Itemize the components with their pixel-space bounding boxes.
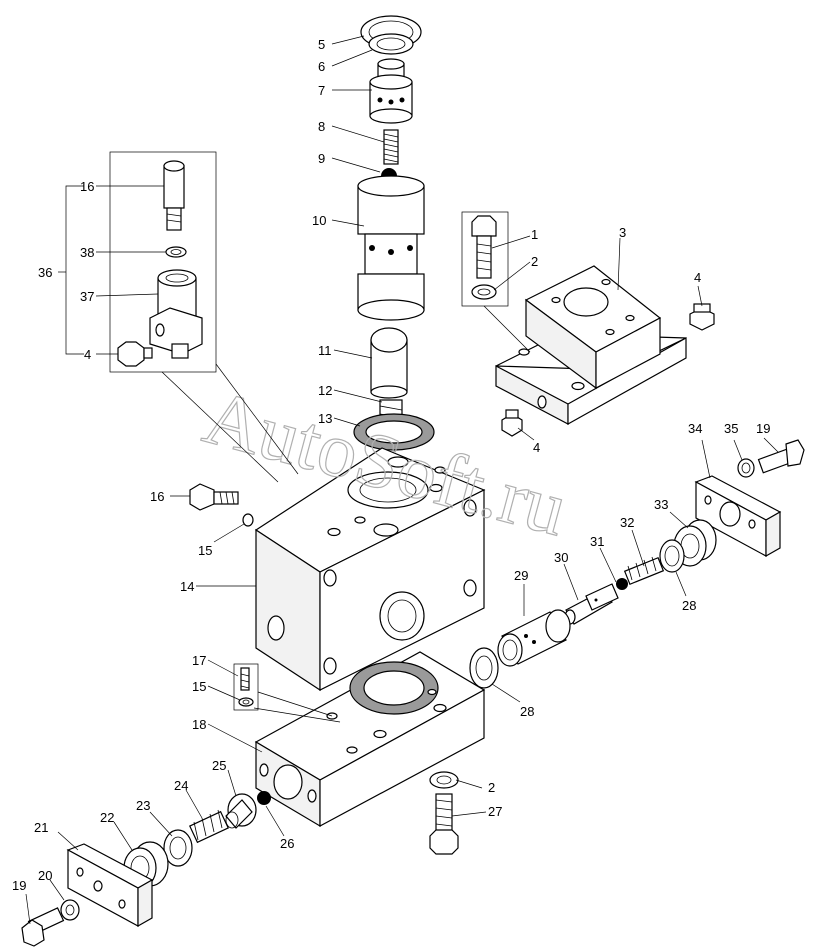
- callout-7: 7: [318, 83, 325, 98]
- part-1-2-bolt-inset: [461, 211, 509, 307]
- callout-4-inset: 4: [84, 347, 91, 362]
- part-28-seal-ring: [659, 539, 685, 573]
- callout-26: 26: [280, 836, 294, 851]
- callout-5: 5: [318, 37, 325, 52]
- part-16-fitting: [189, 483, 254, 527]
- callout-15-housing: 15: [198, 543, 212, 558]
- callout-34: 34: [688, 421, 702, 436]
- callout-4-right: 4: [694, 270, 701, 285]
- part-19-bolt-left: [21, 907, 65, 947]
- callout-25: 25: [212, 758, 226, 773]
- callout-24: 24: [174, 778, 188, 793]
- part-4-plug: [689, 303, 715, 331]
- callout-35: 35: [724, 421, 738, 436]
- part-26-ball: [257, 791, 271, 805]
- part-29-valve-sleeve: [497, 609, 571, 667]
- part-11-piston: [370, 327, 408, 399]
- callout-10: 10: [312, 213, 326, 228]
- callout-32: 32: [620, 515, 634, 530]
- callout-29: 29: [514, 568, 528, 583]
- callout-38: 38: [80, 245, 94, 260]
- part-21-cover-plate: [66, 843, 154, 928]
- part-18-lower-block: [254, 651, 486, 828]
- callout-28-lower: 28: [520, 704, 534, 719]
- part-32-spring: [623, 556, 665, 586]
- callout-20: 20: [38, 868, 52, 883]
- part-24-spring: [188, 809, 230, 844]
- callout-37: 37: [80, 289, 94, 304]
- part-20-washer: [60, 899, 80, 921]
- callout-36: 36: [38, 265, 52, 280]
- callout-31: 31: [590, 534, 604, 549]
- part-13-gasket: [353, 413, 435, 451]
- callout-23: 23: [136, 798, 150, 813]
- part-30-spool: [564, 583, 619, 625]
- callout-16-housing: 16: [150, 489, 164, 504]
- callout-17: 17: [192, 653, 206, 668]
- callout-21: 21: [34, 820, 48, 835]
- callout-28-upper: 28: [682, 598, 696, 613]
- part-27-bolt: [429, 793, 459, 855]
- callouts: 1 2 2 3 4 4 4 5 6 7 8 9 10 11 12 13 14 1…: [12, 37, 770, 893]
- callout-9: 9: [318, 151, 325, 166]
- part-35-washer: [737, 458, 755, 478]
- part-8-spring: [383, 129, 399, 165]
- part-25-plunger: [225, 793, 257, 829]
- part-6-washer: [368, 33, 414, 55]
- part-4-plug-lower: [501, 409, 523, 437]
- part-23-seal-ring: [163, 829, 193, 867]
- callout-27: 27: [488, 804, 502, 819]
- callout-4-center: 4: [533, 440, 540, 455]
- callout-12: 12: [318, 383, 332, 398]
- part-34-cover-plate: [694, 475, 782, 558]
- leader-lines: [25, 35, 779, 925]
- callout-16-inset: 16: [80, 179, 94, 194]
- part-17-screw-inset: [233, 663, 259, 711]
- part-36-assembly-inset: [109, 151, 217, 373]
- callout-8: 8: [318, 119, 325, 134]
- callout-30: 30: [554, 550, 568, 565]
- callout-22: 22: [100, 810, 114, 825]
- callout-18: 18: [192, 717, 206, 732]
- callout-13: 13: [318, 411, 332, 426]
- callout-19-right: 19: [756, 421, 770, 436]
- callout-2-upper: 2: [531, 254, 538, 269]
- part-14-main-housing: [254, 447, 486, 692]
- callout-1: 1: [531, 227, 538, 242]
- part-28-seal-ring-lower: [469, 647, 499, 689]
- part-31-ball: [616, 578, 628, 590]
- callout-14: 14: [180, 579, 194, 594]
- callout-11: 11: [318, 343, 332, 358]
- callout-33: 33: [654, 497, 668, 512]
- callout-15-inset: 15: [192, 679, 206, 694]
- callout-19-left: 19: [12, 878, 26, 893]
- part-19-bolt-right: [757, 439, 805, 474]
- part-3-flange-block: [495, 265, 687, 426]
- part-7-valve-seat: [369, 58, 413, 124]
- callout-2-lower: 2: [488, 780, 495, 795]
- part-10-valve-body: [357, 175, 425, 321]
- part-2-washer-lower: [429, 771, 459, 789]
- callout-6: 6: [318, 59, 325, 74]
- callout-3: 3: [619, 225, 626, 240]
